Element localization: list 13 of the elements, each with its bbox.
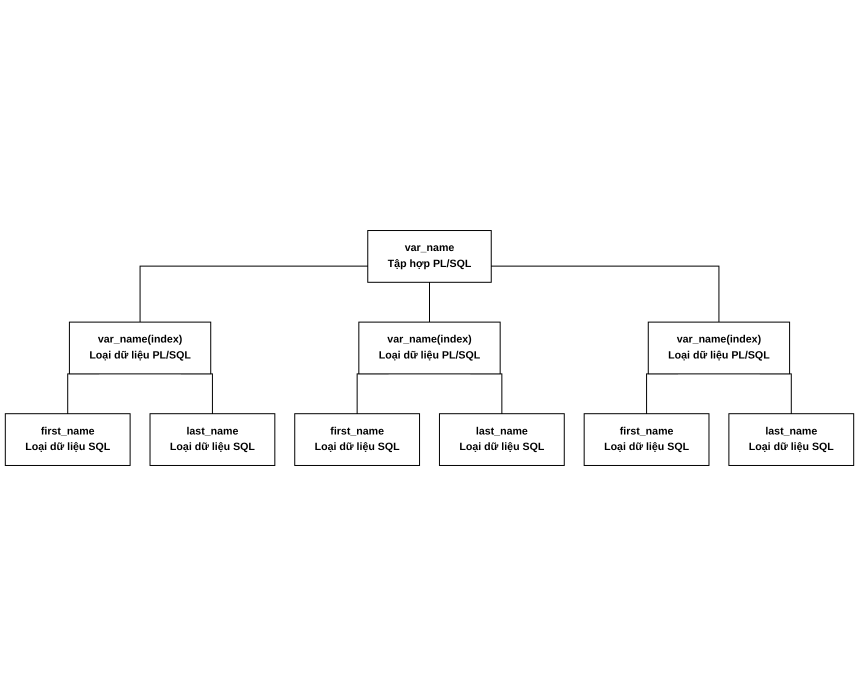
node-box: first_name Loại dữ liệu SQL bbox=[4, 413, 131, 466]
connector bbox=[490, 266, 720, 323]
node-box: first_name Loại dữ liệu SQL bbox=[584, 413, 710, 466]
node-box: last_name Loại dữ liệu SQL bbox=[438, 413, 565, 466]
node-box: first_name Loại dữ liệu SQL bbox=[294, 413, 420, 466]
node-box: var_name(index) Loại dữ liệu PL/SQL bbox=[68, 322, 212, 374]
connector bbox=[429, 282, 430, 323]
node-box: var_name(index) Loại dữ liệu PL/SQL bbox=[648, 322, 790, 374]
node-box: last_name Loại dữ liệu SQL bbox=[728, 413, 854, 466]
node-box: var_name(index) Loại dữ liệu PL/SQL bbox=[358, 322, 501, 374]
node-box: last_name Loại dữ liệu SQL bbox=[150, 413, 276, 466]
node-box: var_name Tập hợp PL/SQL bbox=[367, 230, 492, 283]
connector bbox=[140, 266, 368, 323]
